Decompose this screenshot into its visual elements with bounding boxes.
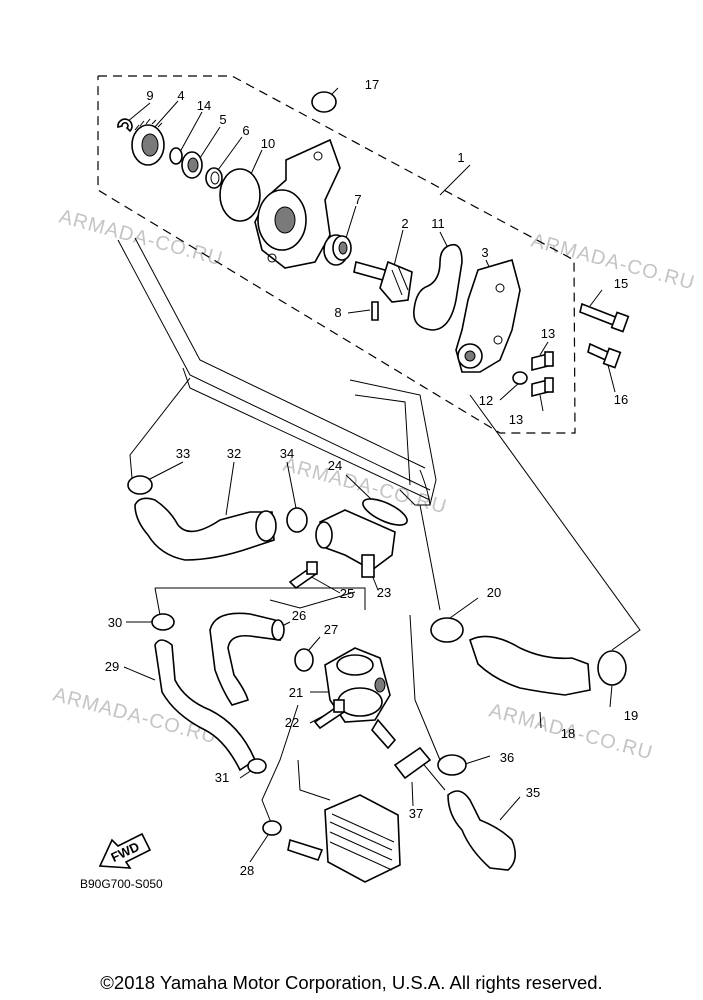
callout-label: 28 (240, 863, 254, 878)
callout-label: 6 (242, 123, 249, 138)
hose-18 (469, 635, 591, 696)
circlip-9 (117, 118, 133, 133)
callout-label: 37 (409, 806, 423, 821)
fwd-arrow-icon: FWD (98, 832, 152, 869)
clamp-30 (151, 613, 175, 631)
bearing-5 (181, 151, 203, 179)
callout-label: 32 (227, 446, 241, 461)
callout-label: 33 (176, 446, 190, 461)
callout-label: 8 (334, 305, 341, 320)
callout-label: 12 (479, 393, 493, 408)
impeller-shaft-2 (353, 260, 413, 303)
callout-label: 1 (457, 150, 464, 165)
radiator-outline (117, 237, 437, 506)
clamp-36 (437, 754, 467, 776)
callout-label: 14 (197, 98, 211, 113)
clamp-28 (262, 820, 282, 836)
clamp-27 (294, 648, 314, 672)
thermostat-21 (324, 647, 397, 750)
callout-label: 25 (340, 586, 354, 601)
callout-labels: 1 17 9 4 14 5 6 10 7 2 11 3 8 15 16 13 1… (105, 77, 638, 878)
bolt-22 (313, 699, 346, 730)
callout-label: 34 (280, 446, 294, 461)
callout-label: 15 (614, 276, 628, 291)
gasket-11 (413, 243, 463, 331)
oil-seal-6 (205, 167, 223, 189)
bolt-13-lower (531, 377, 554, 398)
hose-parts (127, 475, 627, 883)
callout-label: 13 (509, 412, 523, 427)
callout-label: 7 (354, 192, 361, 207)
thermostat-housing-23 (315, 509, 396, 578)
bolt-16 (587, 342, 622, 369)
bracket-37 (393, 746, 432, 780)
copyright-notice: ©2018 Yamaha Motor Corporation, U.S.A. A… (100, 972, 603, 993)
callout-label: 11 (431, 216, 445, 231)
impeller-gear-4 (131, 118, 165, 166)
washer-14 (169, 147, 183, 165)
callout-label: 30 (108, 615, 122, 630)
hose-32 (134, 497, 275, 561)
clamp-34 (286, 507, 308, 533)
oil-cooler (287, 794, 401, 883)
callout-label: 19 (624, 708, 638, 723)
clamp-19 (597, 650, 627, 686)
pump-housing (254, 138, 341, 269)
callout-label: 26 (292, 608, 306, 623)
callout-label: 17 (365, 77, 379, 92)
callout-label: 13 (541, 326, 555, 341)
callout-label: 16 (614, 392, 628, 407)
callout-label: 20 (487, 585, 501, 600)
callout-label: 5 (219, 112, 226, 127)
drawing-code: B90G700-S050 (80, 877, 163, 891)
callout-label: 10 (261, 136, 275, 151)
callout-label: 35 (526, 785, 540, 800)
callout-label: 23 (377, 585, 391, 600)
callout-label: 18 (561, 726, 575, 741)
o-ring-10 (219, 168, 261, 222)
hose-29 (154, 639, 256, 772)
mechanical-seal-7 (323, 234, 352, 266)
water-pump-parts (117, 91, 630, 398)
pump-cover-3 (455, 259, 521, 373)
clamp-31 (247, 758, 267, 774)
routing-lines (129, 377, 641, 826)
clamp-33 (127, 475, 153, 495)
o-ring-17 (311, 91, 337, 113)
callout-label: 36 (500, 750, 514, 765)
callout-label: 9 (146, 88, 153, 103)
callout-label: 31 (215, 770, 229, 785)
callout-label: 24 (328, 458, 342, 473)
callout-label: 3 (481, 245, 488, 260)
bolt-13-upper (531, 351, 554, 372)
bolt-15 (579, 302, 630, 333)
o-ring-24 (362, 498, 408, 526)
callout-label: 22 (285, 715, 299, 730)
pump-assembly-boundary (97, 75, 576, 434)
washer-12 (512, 371, 528, 385)
callout-label: 21 (289, 685, 303, 700)
callout-label: 4 (177, 88, 184, 103)
bolt-25 (288, 561, 318, 590)
callout-label: 27 (324, 622, 338, 637)
clamp-20 (430, 617, 464, 643)
callout-label: 2 (401, 216, 408, 231)
hose-26 (209, 612, 282, 706)
pin-8 (371, 301, 379, 321)
hose-35 (447, 790, 516, 871)
callout-label: 29 (105, 659, 119, 674)
